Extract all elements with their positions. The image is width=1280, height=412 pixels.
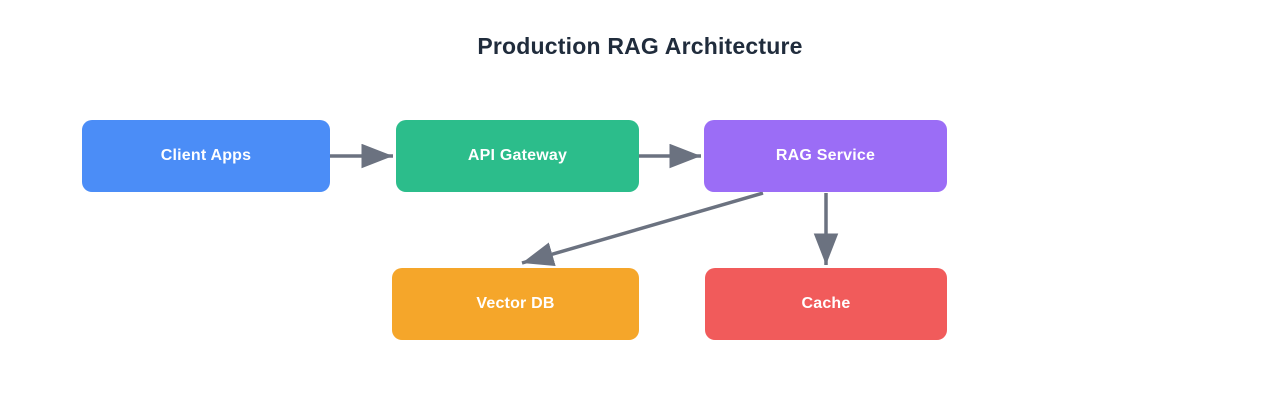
node-client-apps: Client Apps	[82, 120, 330, 192]
node-api-gateway: API Gateway	[396, 120, 639, 192]
node-api-gateway-label: API Gateway	[467, 147, 568, 164]
node-cache-label: Cache	[801, 295, 851, 312]
node-rag-service-label: RAG Service	[775, 147, 876, 164]
node-rag-service: RAG Service	[704, 120, 947, 192]
node-client-apps-label: Client Apps	[160, 147, 252, 164]
edge-rag-service-to-vector-db	[521, 191, 764, 266]
diagram-title: Production RAG Architecture	[477, 33, 803, 59]
node-vector-db: Vector DB	[392, 268, 639, 340]
node-vector-db-label: Vector DB	[476, 295, 555, 312]
node-cache: Cache	[705, 268, 947, 340]
